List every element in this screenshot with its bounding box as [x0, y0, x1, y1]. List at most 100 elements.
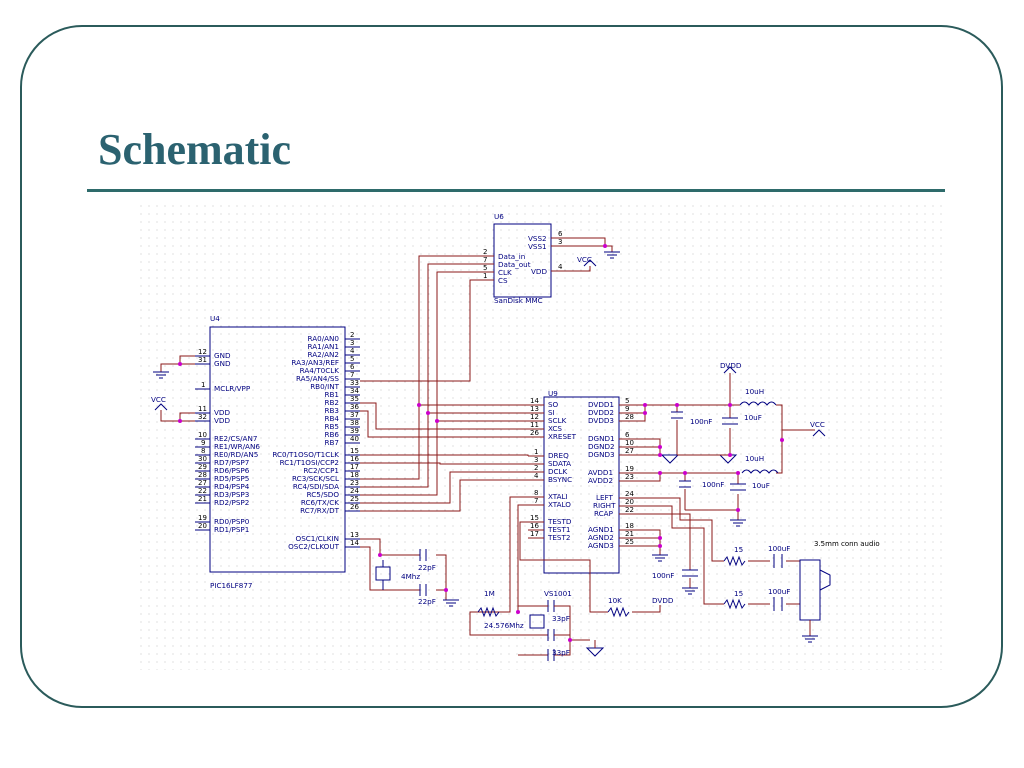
- u4-vcc: VCC: [151, 395, 166, 404]
- u4-num-19: 19: [198, 514, 207, 522]
- u4-num-8: 8: [201, 447, 205, 455]
- u6-ref: U6: [494, 212, 504, 221]
- chip-u4: U4 PIC16LF877 GND GND MCLR/VPP VDD VDD R…: [151, 314, 360, 590]
- u4-num-6: 6: [350, 363, 355, 371]
- u6-num-5: 5: [483, 264, 487, 272]
- l2-label: 10uH: [745, 454, 764, 463]
- u9-num-17: 17: [530, 530, 539, 538]
- u4-pin-gnd-12: GND: [214, 351, 231, 360]
- u9-num-22: 22: [625, 506, 634, 514]
- u4-num-25: 25: [350, 495, 359, 503]
- slide-title: Schematic: [98, 125, 292, 174]
- u4-num-16: 16: [350, 455, 359, 463]
- c10uf-1-label: 10uF: [744, 413, 762, 422]
- u4-pin-re0: RE0/RD/AN5: [214, 450, 258, 459]
- vcc-right-label: VCC: [810, 420, 825, 429]
- u4-num-18: 18: [350, 471, 359, 479]
- u4-num-13: 13: [350, 531, 359, 539]
- u4-pin-rd6: RD6/PSP6: [214, 466, 250, 475]
- chip-u9: U9 VS1001 SO SI SCLK XCS XRESET DREQ SDA…: [528, 389, 643, 598]
- u4-num-27: 27: [198, 479, 207, 487]
- u9-pin-dvdd1: DVDD1: [588, 400, 614, 409]
- c33pf-2-label: 33pF: [552, 648, 570, 657]
- u6-pin-vss1: VSS1: [528, 242, 547, 251]
- u9-num-2: 2: [534, 464, 538, 472]
- u6-name: SanDisk MMC: [494, 296, 543, 305]
- u4-num-9: 9: [201, 439, 205, 447]
- u6-pin-cs: CS: [498, 276, 508, 285]
- u9-pin-test1: TEST1: [547, 525, 570, 534]
- u4-pin-rb7: RB7: [325, 438, 340, 447]
- u9-pin-dgnd2: DGND2: [588, 442, 615, 451]
- c33pf-1-label: 33pF: [552, 614, 570, 623]
- u4-num-39: 39: [350, 427, 359, 435]
- u4-num-36: 36: [350, 403, 359, 411]
- u4-pin-rb5: RB5: [325, 422, 340, 431]
- u9-pin-xreset: XRESET: [548, 432, 577, 441]
- u4-ref: U4: [210, 314, 220, 323]
- u4-pin-rc0: RC0/T1OSO/T1CLK: [272, 450, 339, 459]
- u9-pin-sclk: SCLK: [548, 416, 567, 425]
- u4-num-33: 33: [350, 379, 359, 387]
- u4-num-3: 3: [350, 339, 354, 347]
- u6-pin-vdd: VDD: [531, 267, 547, 276]
- u4-pin-re2: RE2/CS/AN7: [214, 434, 257, 443]
- u6-pin-datain: Data_in: [498, 252, 525, 261]
- u9-pin-so: SO: [548, 400, 559, 409]
- u4-pin-rd3: RD3/PSP3: [214, 490, 249, 499]
- u4-num-20: 20: [198, 522, 207, 530]
- u9-num-28: 28: [625, 413, 634, 421]
- c10uf-2-label: 10uF: [752, 481, 770, 490]
- u4-num-1: 1: [201, 381, 205, 389]
- u9-pin-xtali: XTALI: [548, 492, 568, 501]
- u9-pin-test2: TEST2: [547, 533, 570, 542]
- u6-num-7: 7: [483, 256, 487, 264]
- u9-num-23: 23: [625, 473, 634, 481]
- u9-num-8: 8: [534, 489, 538, 497]
- u6-num-4: 4: [558, 263, 563, 271]
- c100uf-l-label: 100uF: [768, 544, 790, 553]
- u9-pin-sdata: SDATA: [548, 459, 571, 468]
- u9-pin-agnd3: AGND3: [588, 541, 614, 550]
- u9-pin-left: LEFT: [596, 493, 614, 502]
- u9-pin-dclk: DCLK: [548, 467, 568, 476]
- u4-pin-osc1: OSC1/CLKIN: [296, 534, 339, 543]
- u9-num-19: 19: [625, 465, 634, 473]
- u9-pin-dvdd3: DVDD3: [588, 416, 614, 425]
- u4-num-31: 31: [198, 356, 207, 364]
- u6-num-2: 2: [483, 248, 487, 256]
- u4-num-40: 40: [350, 435, 359, 443]
- u4-pin-rd2: RD2/PSP2: [214, 498, 249, 507]
- r15-r-label: 15: [734, 589, 743, 598]
- u9-num-20: 20: [625, 498, 634, 506]
- u4-num-22: 22: [198, 487, 207, 495]
- u9-pin-dgnd3: DGND3: [588, 450, 615, 459]
- r15-l-label: 15: [734, 545, 743, 554]
- u6-num-6: 6: [558, 230, 563, 238]
- u4-num-11: 11: [198, 405, 207, 413]
- u4-pin-ra1: RA1/AN1: [308, 342, 339, 351]
- u4-num-15: 15: [350, 447, 359, 455]
- u4-num-12: 12: [198, 348, 207, 356]
- u9-pin-dgnd1: DGND1: [588, 434, 615, 443]
- u4-num-21: 21: [198, 495, 207, 503]
- u4-pin-rb6: RB6: [325, 430, 340, 439]
- u6-vcc: VCC: [577, 255, 592, 264]
- u4-pin-rc1: RC1/T1OSI/CCP2: [280, 458, 339, 467]
- u9-ref: U9: [548, 389, 558, 398]
- u9-pin-rcap: RCAP: [594, 509, 614, 518]
- u4-num-4: 4: [350, 347, 355, 355]
- u9-pin-testd: TESTD: [547, 517, 572, 526]
- u4-pin-ra2: RA2/AN2: [308, 350, 339, 359]
- u4-pin-vdd-32: VDD: [214, 416, 230, 425]
- u4-num-35: 35: [350, 395, 359, 403]
- u4-pin-rc3: RC3/SCK/SCL: [292, 474, 339, 483]
- u4-num-17: 17: [350, 463, 359, 471]
- u4-num-26: 26: [350, 503, 359, 511]
- u9-num-27: 27: [625, 447, 634, 455]
- u9-num-12: 12: [530, 413, 539, 421]
- u9-pin-si: SI: [548, 408, 555, 417]
- u9-num-3: 3: [534, 456, 538, 464]
- dvdd-bottom-label: DVDD: [652, 596, 674, 605]
- u9-num-11: 11: [530, 421, 539, 429]
